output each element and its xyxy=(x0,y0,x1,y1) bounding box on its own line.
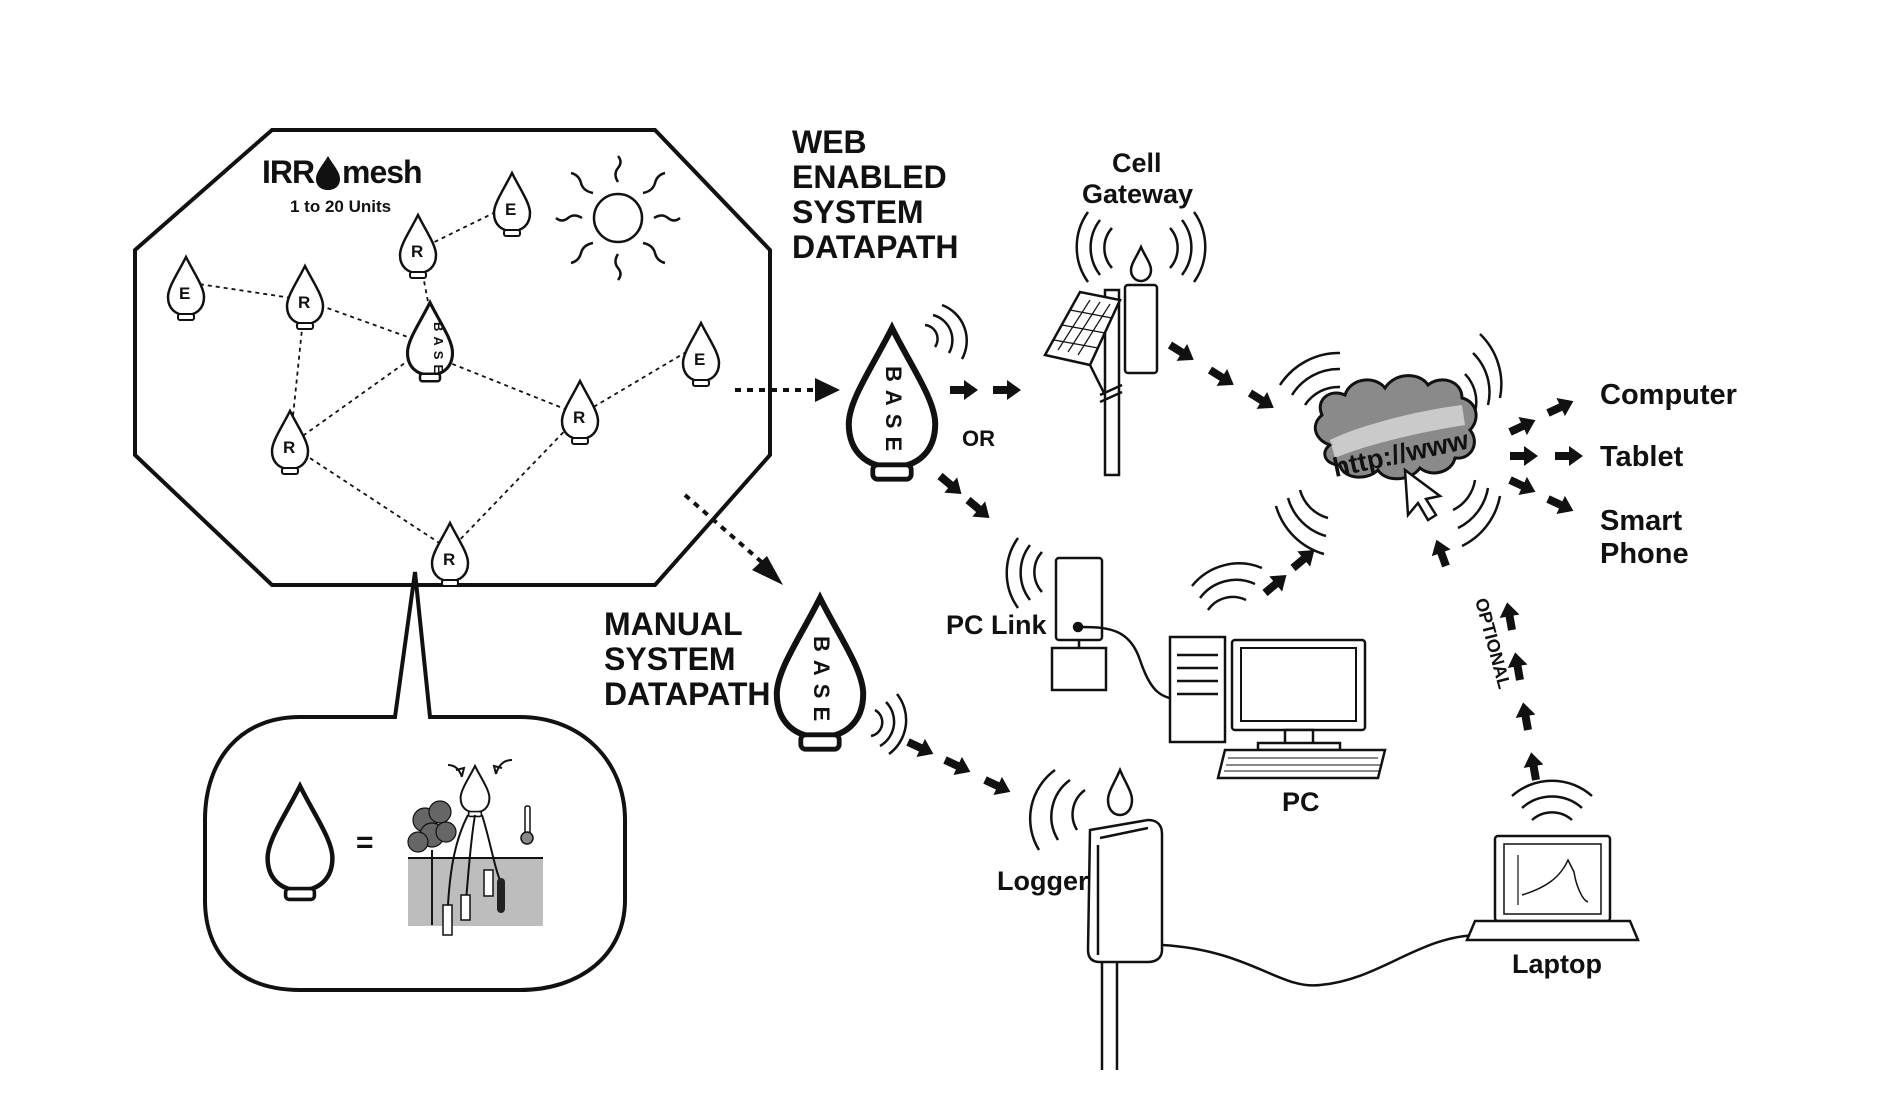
arrow-icon xyxy=(1513,700,1538,732)
mesh-end-label: E xyxy=(694,350,705,369)
mesh-repeater-label: R xyxy=(411,242,423,261)
arrow-icon xyxy=(961,492,996,526)
radio-waves-icon xyxy=(870,693,908,756)
output-computer-label: Computer xyxy=(1600,379,1737,411)
equals-sign: = xyxy=(356,826,374,859)
dotted-arrow-to-manual-base xyxy=(683,493,783,585)
logger-icon xyxy=(1028,766,1481,1070)
pc-icon xyxy=(1168,562,1387,780)
arrow-icon xyxy=(940,750,975,781)
logo-brand-prefix: IRR xyxy=(262,154,315,190)
web-title-line: DATAPATH xyxy=(792,229,958,265)
irromesh-logo: IRR mesh 1 to 20 Units xyxy=(262,154,423,216)
web-base-label: BASE xyxy=(881,366,906,459)
arrow-icon xyxy=(903,732,938,763)
radio-waves-icon xyxy=(924,303,968,360)
cursor-icon xyxy=(1403,467,1443,522)
mesh-repeater-label: R xyxy=(283,438,295,457)
arrow-icon xyxy=(1204,361,1240,394)
manual-datapath-title: MANUAL SYSTEM DATAPATH xyxy=(604,606,770,712)
arrow-icon xyxy=(1510,446,1538,466)
arrow-icon xyxy=(1555,446,1583,466)
thermometer-icon xyxy=(520,805,534,845)
arrow-icon xyxy=(993,380,1021,400)
arrow-icon xyxy=(1505,411,1540,442)
soil-sensor-illustration xyxy=(407,759,543,936)
laptop-label: Laptop xyxy=(1512,949,1602,979)
svg-text:Cell: Cell xyxy=(1112,148,1162,178)
pc-link-icon xyxy=(1005,537,1186,702)
arrow-icon xyxy=(1258,567,1293,601)
logger-label: Logger xyxy=(997,866,1089,896)
mesh-repeater-label: R xyxy=(298,293,310,312)
arrow-icon xyxy=(1505,470,1540,501)
svg-text:MANUAL: MANUAL xyxy=(604,606,743,642)
pc-label: PC xyxy=(1282,787,1320,817)
svg-text:Gateway: Gateway xyxy=(1082,179,1193,209)
sensor-callout-bubble xyxy=(203,571,627,992)
mesh-end-label: E xyxy=(179,284,190,303)
arrow-icon xyxy=(1164,336,1200,369)
pc-link-label: PC Link xyxy=(946,610,1047,640)
mesh-repeater-label: R xyxy=(443,550,455,569)
or-label: OR xyxy=(962,426,995,451)
arrow-icon xyxy=(1244,384,1280,417)
mesh-end-label: E xyxy=(505,200,516,219)
web-datapath-title: WEB ENABLED SYSTEM DATAPATH xyxy=(792,124,958,265)
laptop-icon xyxy=(1465,779,1640,942)
web-title-line: WEB xyxy=(792,124,867,160)
logo-brand-suffix: mesh xyxy=(342,154,422,190)
cell-gateway-label: Cell Gateway xyxy=(1082,148,1193,209)
logo-units-caption: 1 to 20 Units xyxy=(290,197,391,216)
arrow-icon xyxy=(1286,542,1321,576)
web-title-line: ENABLED xyxy=(792,159,947,195)
output-tablet-label: Tablet xyxy=(1600,441,1684,473)
arrow-icon xyxy=(1543,392,1578,423)
arrow-icon xyxy=(1427,536,1456,570)
cell-gateway-icon xyxy=(1043,211,1207,477)
sun-icon xyxy=(555,155,681,281)
internet-cloud-icon: http://www xyxy=(1274,333,1503,556)
mesh-repeater-label: R xyxy=(573,408,585,427)
arrow-icon xyxy=(1543,489,1578,520)
water-drop-icon xyxy=(316,156,340,190)
arrow-icon xyxy=(950,380,978,400)
arrow-icon xyxy=(980,770,1015,801)
output-smart-phone-label: Phone xyxy=(1600,538,1689,570)
dotted-arrow-to-web-base xyxy=(735,378,840,402)
svg-text:DATAPATH: DATAPATH xyxy=(604,676,770,712)
output-smart-phone-label: Smart xyxy=(1600,505,1683,537)
mesh-base-label: BASE xyxy=(431,322,446,378)
svg-text:SYSTEM: SYSTEM xyxy=(604,641,736,677)
arrow-icon xyxy=(933,468,968,502)
plant-icon xyxy=(407,800,457,853)
web-title-line: SYSTEM xyxy=(792,194,924,230)
arrow-icon xyxy=(1497,600,1522,632)
manual-base-label: BASE xyxy=(809,636,834,729)
arrow-icon xyxy=(1521,750,1546,782)
